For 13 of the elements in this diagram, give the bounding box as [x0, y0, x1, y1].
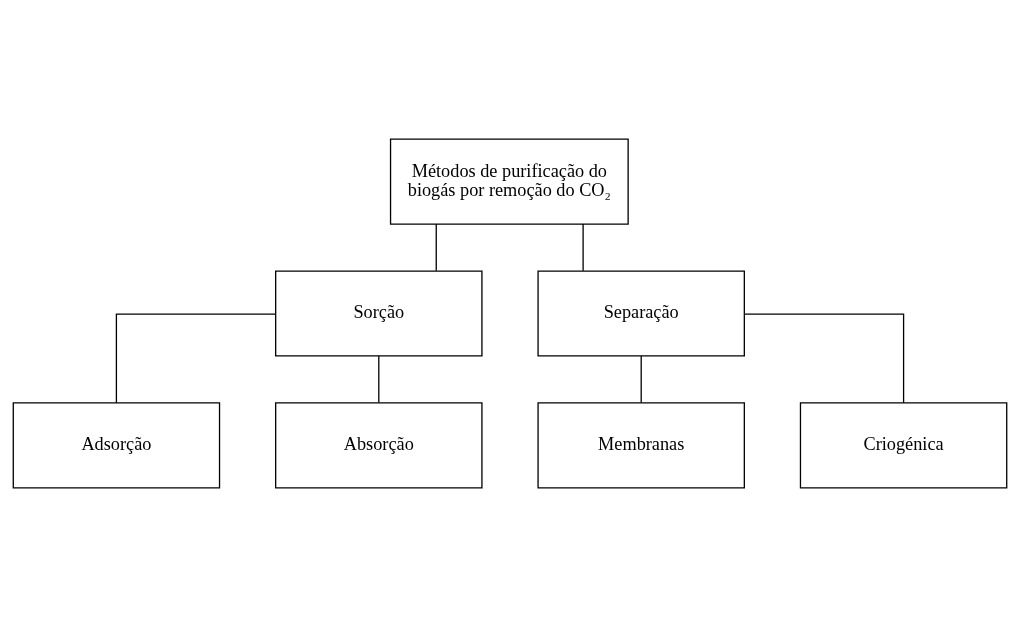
connector [435, 223, 437, 272]
node-box: Separação [537, 270, 745, 357]
connector [115, 313, 277, 404]
node-box: Absorção [275, 402, 483, 489]
node-box: Membranas [537, 402, 745, 489]
connector [378, 355, 380, 404]
connector [582, 223, 584, 272]
connector [743, 313, 905, 404]
node-box: Métodos de purificação do biogás por remoção do CO₂ [389, 138, 629, 225]
node-box: Criogénica [799, 402, 1008, 489]
node-box: Sorção [275, 270, 483, 357]
connector [640, 355, 642, 404]
node-box: Adsorção [12, 402, 221, 489]
